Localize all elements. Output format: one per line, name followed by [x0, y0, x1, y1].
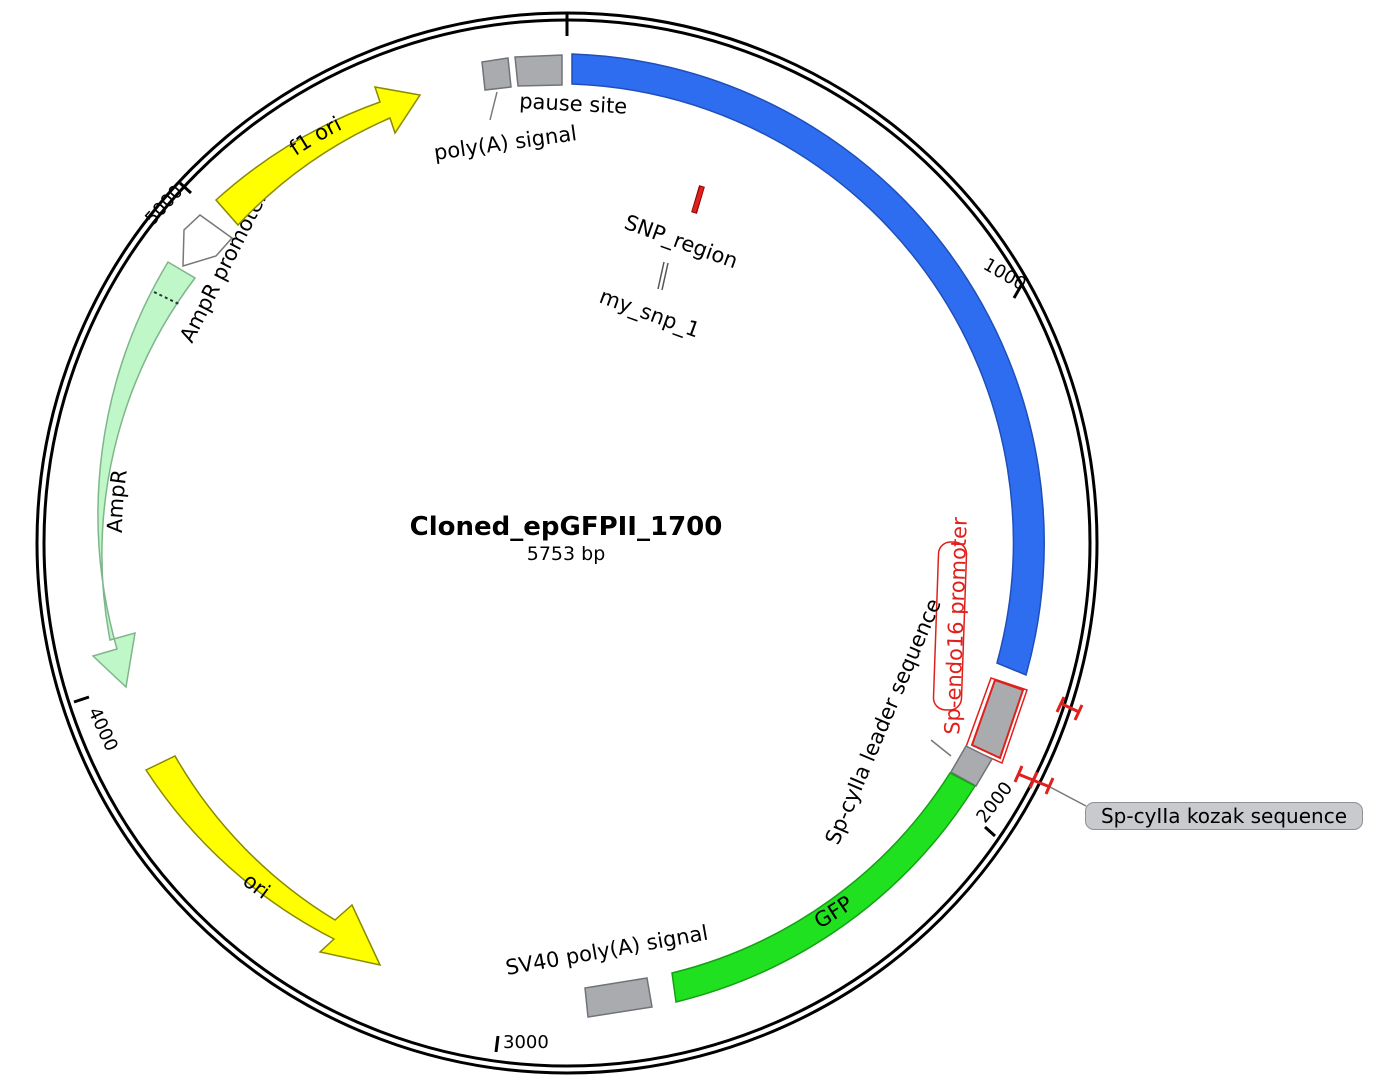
feature-f1-ori[interactable] [214, 86, 422, 227]
kozak-marker-a-left [1055, 696, 1066, 713]
feature-polya-signal[interactable] [481, 57, 512, 91]
feature-my-snp-1-a[interactable] [657, 261, 665, 290]
polya-leader-line [489, 91, 498, 121]
feature-ampr-promoter[interactable] [182, 214, 234, 268]
label-ampr: AmpR [103, 468, 132, 533]
tick-mark-5000 [178, 181, 193, 195]
tick-mark-2000 [983, 825, 997, 838]
leader-leader-line [930, 739, 952, 757]
label-sp-endo16-promoter-box [932, 541, 968, 711]
feature-gfp[interactable] [671, 772, 977, 1003]
label-pause-site: pause site [519, 89, 628, 119]
feature-snp-region-fill [692, 186, 704, 213]
tick-mark-1000 [1012, 283, 1024, 299]
label-polya-signal: poly(A) signal [432, 121, 578, 165]
label-snp-region: SNP_region [621, 210, 741, 274]
label-my-snp-1: my_snp_1 [596, 284, 703, 343]
tick-mark-4000 [73, 695, 90, 704]
plasmid-name: Cloned_epGFPII_1700 [410, 512, 723, 542]
label-ampr-promoter: AmpR promoter [175, 186, 272, 346]
feature-pause-site[interactable] [514, 54, 563, 87]
kozak-marker-a-right [1073, 704, 1084, 721]
tick-label-4000: 4000 [83, 704, 121, 754]
kozak-callout-label[interactable]: Sp-cyIIa kozak sequence [1085, 802, 1363, 830]
kozak-marker-b-left [1013, 765, 1024, 783]
feature-ecm3[interactable] [571, 53, 1045, 677]
tick-label-1000: 1000 [980, 254, 1030, 295]
tick-label-5000: 5000 [141, 181, 187, 229]
kozak-marker-a[interactable] [1059, 701, 1080, 714]
kozak-marker-b-mid [1028, 771, 1039, 789]
feature-my-snp-1-b [661, 262, 669, 291]
feature-sp-cyiia-leader[interactable] [949, 745, 994, 788]
plasmid-length: 5753 bp [527, 543, 606, 565]
feature-ampr[interactable] [91, 260, 197, 689]
kozak-leader-line [1049, 786, 1087, 807]
kozak-marker-b-right [1044, 777, 1055, 795]
ampr-separator [153, 291, 182, 306]
tick-label-3000: 3000 [503, 1032, 549, 1053]
feature-sv40-polya[interactable] [584, 977, 653, 1018]
feature-sp-endo16-promoter[interactable] [970, 678, 1025, 760]
feature-ori[interactable] [144, 755, 382, 967]
tick-mark-3000 [494, 1035, 500, 1053]
feature-sp-endo16-promoter-highlight [965, 677, 1028, 765]
